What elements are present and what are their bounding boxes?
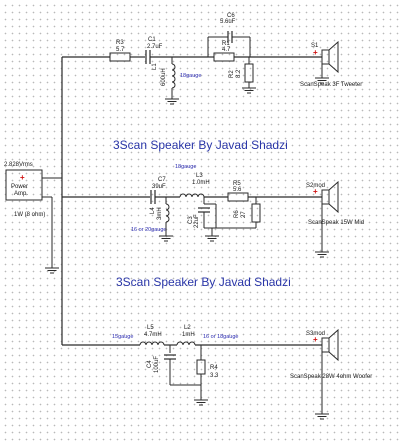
- inductor-l3: 18gauge L3 1.0mH: [175, 164, 210, 198]
- resistor-r5: R5 5.6: [227, 181, 249, 202]
- ground-icon: [314, 413, 330, 420]
- inductor-l1: L1 600uH 18gauge: [152, 63, 201, 89]
- tweeter-section: R3 5.7 C1 2.7uF C6 5.6uF R1 4.7: [62, 13, 362, 105]
- power-amplifier: 2.828Vrms + Power Amp. 1W (8 ohm): [4, 162, 45, 218]
- ground-icon: [241, 87, 257, 94]
- capacitor-c1: C1 2.7uF: [145, 37, 163, 64]
- l5-name: L5: [147, 325, 154, 331]
- amp-signal: 2.828Vrms: [4, 162, 33, 168]
- speaker-s3: + S3mod ScanSpeak 28W 4ohm Woofer: [290, 328, 372, 414]
- positive-marker-icon: +: [313, 187, 318, 196]
- capacitor-c3: C3 22uF: [188, 207, 210, 228]
- r4-name: R4: [210, 365, 218, 371]
- positive-marker-icon: +: [313, 48, 318, 57]
- resistor-r4: R4 3.3: [196, 359, 219, 379]
- l1-name: L1: [152, 63, 158, 70]
- r6-value: 27: [241, 211, 247, 218]
- s1-model: ScanSpeak 3F Tweeter: [300, 82, 362, 88]
- c7-value: 39uF: [152, 184, 166, 190]
- l2-value: 1mH: [182, 332, 195, 338]
- l4-value: 3mH: [157, 207, 163, 220]
- ground-icon: [204, 235, 220, 242]
- r1-value: 4.7: [222, 47, 231, 53]
- resistor-r2: R2 8.2: [229, 63, 254, 83]
- r2-name: R2: [229, 70, 235, 78]
- s3-name: S3mod: [306, 331, 325, 337]
- r5-value: 5.6: [233, 187, 242, 193]
- capacitor-c7: C7 39uF: [150, 177, 166, 204]
- positive-marker-icon: +: [20, 173, 25, 182]
- l3-value: 1.0mH: [192, 180, 210, 186]
- tweeter-title: 3Scan Speaker By Javad Shadzi: [113, 138, 288, 152]
- resistor-r3: R3 5.7: [109, 40, 131, 62]
- inductor-l4: L4 3mH 16 or 20gauge: [131, 203, 170, 233]
- r2-value: 8.2: [236, 69, 242, 78]
- s3-model: ScanSpeak 28W 4ohm Woofer: [290, 374, 372, 380]
- ground-icon: [44, 267, 60, 274]
- positive-marker-icon: +: [313, 335, 318, 344]
- s2-model: ScanSpeak 15W Mid: [308, 220, 364, 226]
- amp-label-2: Amp.: [14, 191, 28, 197]
- woofer-section: 15gauge L5 4.7mH L2 1mH 16 or 18gauge C4…: [62, 325, 372, 420]
- l1-value: 600uH: [161, 68, 167, 86]
- l3-name: L3: [196, 173, 203, 179]
- r4-value: 3.3: [210, 373, 219, 379]
- l4-name: L4: [150, 207, 156, 214]
- speaker-s2: + S2mod ScanSpeak 15W Mid: [306, 180, 364, 252]
- resistor-r1: R1 4.7: [213, 41, 235, 62]
- ground-icon: [158, 235, 174, 242]
- ground-icon: [314, 251, 330, 258]
- s1-name: S1: [311, 43, 319, 49]
- amp-power: 1W (8 ohm): [14, 212, 45, 218]
- r3-name: R3: [116, 40, 124, 46]
- l1-gauge: 18gauge: [180, 73, 201, 79]
- capacitor-c6: C6 5.6uF: [220, 13, 236, 43]
- s2-name: S2mod: [306, 183, 325, 189]
- r5-name: R5: [233, 181, 241, 187]
- l5-value: 4.7mH: [144, 332, 162, 338]
- ground-icon: [164, 98, 180, 105]
- l5-gauge: 15gauge: [112, 334, 133, 340]
- inductor-l5: 15gauge L5 4.7mH: [112, 325, 165, 346]
- c3-name: C3: [188, 216, 194, 224]
- c1-name: C1: [148, 37, 156, 43]
- capacitor-c4: C4 100uF: [147, 354, 176, 373]
- l2-name: L2: [184, 325, 191, 331]
- c6-value: 5.6uF: [220, 19, 236, 25]
- mid-section: C7 39uF 18gauge L3 1.0mH R5 5.6 L4 3mH 1…: [62, 164, 364, 258]
- l3-gauge: 18gauge: [175, 164, 196, 170]
- resistor-r6: R6 27: [234, 203, 261, 223]
- r6-name: R6: [234, 210, 240, 218]
- c1-value: 2.7uF: [147, 44, 163, 50]
- c4-value: 100uF: [154, 356, 160, 373]
- r1-name: R1: [222, 41, 230, 47]
- l2-gauge: 16 or 18gauge: [203, 334, 238, 340]
- inductor-l2: L2 1mH 16 or 18gauge: [176, 325, 238, 346]
- c7-name: C7: [158, 177, 166, 183]
- speaker-s1: + S1 ScanSpeak 3F Tweeter: [300, 40, 362, 88]
- r3-value: 5.7: [116, 47, 125, 53]
- ground-icon: [193, 399, 209, 406]
- c4-name: C4: [147, 360, 153, 368]
- l4-gauge: 16 or 20gauge: [131, 227, 166, 233]
- c6-name: C6: [227, 13, 235, 19]
- amp-label-1: Power: [11, 184, 28, 190]
- woofer-title: 3Scan Speaker By Javad Shadzi: [116, 275, 291, 289]
- c3-value: 22uF: [194, 214, 200, 228]
